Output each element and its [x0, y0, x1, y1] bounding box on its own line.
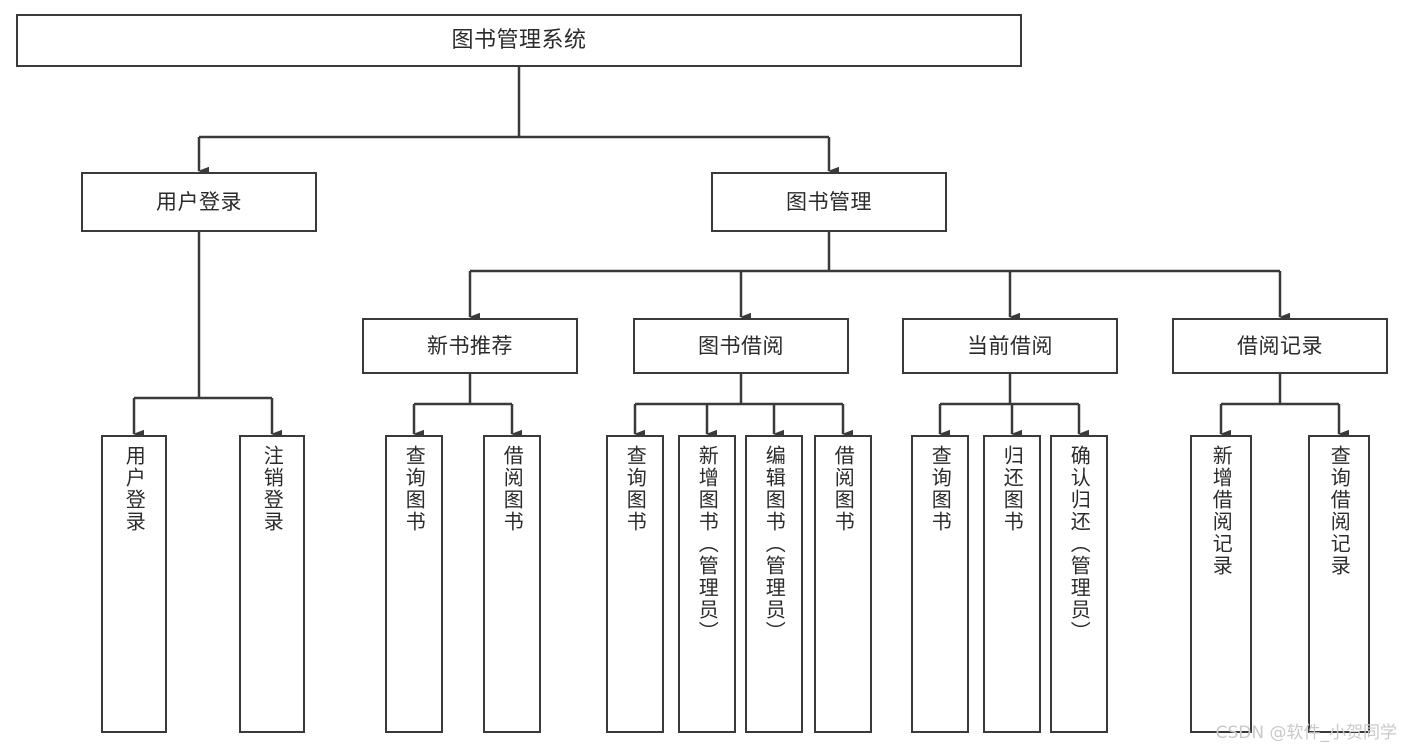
node-new-book-recommend-label: 新书推荐	[427, 333, 513, 358]
leaf-add-borrow-record-label: 新增借阅记录	[1209, 445, 1234, 577]
node-book-borrow[interactable]: 图书借阅	[633, 318, 849, 374]
leaf-borrow-book-2-label: 借阅图书	[831, 445, 856, 533]
node-root-label: 图书管理系统	[451, 27, 587, 53]
leaf-borrow-book-2[interactable]: 借阅图书	[814, 435, 872, 733]
leaf-query-book-2-label: 查询图书	[623, 445, 648, 533]
leaf-borrow-book-1-label: 借阅图书	[500, 445, 525, 533]
leaf-add-borrow-record[interactable]: 新增借阅记录	[1190, 435, 1252, 733]
leaf-return-book[interactable]: 归还图书	[983, 435, 1041, 733]
leaf-logout[interactable]: 注销登录	[239, 435, 305, 733]
leaf-query-book-3[interactable]: 查询图书	[911, 435, 969, 733]
node-user-login-label: 用户登录	[156, 189, 242, 214]
leaf-logout-label: 注销登录	[260, 445, 285, 533]
node-book-manage[interactable]: 图书管理	[711, 172, 947, 232]
node-borrow-record[interactable]: 借阅记录	[1172, 318, 1388, 374]
node-book-borrow-label: 图书借阅	[698, 333, 784, 358]
csdn-watermark: CSDN @软件_小贺同学	[1215, 723, 1397, 743]
leaf-query-book-1-label: 查询图书	[402, 445, 427, 533]
leaf-query-book-3-label: 查询图书	[928, 445, 953, 533]
node-borrow-record-label: 借阅记录	[1237, 333, 1323, 358]
leaf-query-book-2[interactable]: 查询图书	[606, 435, 664, 733]
leaf-add-book[interactable]: 新增图书（管理员）	[678, 435, 736, 733]
node-user-login[interactable]: 用户登录	[81, 172, 317, 232]
leaf-query-book-1[interactable]: 查询图书	[385, 435, 443, 733]
leaf-query-borrow-record-label: 查询借阅记录	[1327, 445, 1352, 577]
leaf-edit-book-label: 编辑图书（管理员）	[762, 445, 787, 643]
leaf-return-book-label: 归还图书	[1000, 445, 1025, 533]
leaf-confirm-return-label: 确认归还（管理员）	[1067, 445, 1092, 643]
leaf-borrow-book-1[interactable]: 借阅图书	[483, 435, 541, 733]
node-root[interactable]: 图书管理系统	[16, 14, 1022, 67]
leaf-add-book-label: 新增图书（管理员）	[695, 445, 720, 643]
node-new-book-recommend[interactable]: 新书推荐	[362, 318, 578, 374]
leaf-query-borrow-record[interactable]: 查询借阅记录	[1308, 435, 1370, 733]
leaf-user-login-label: 用户登录	[122, 445, 147, 533]
node-book-manage-label: 图书管理	[786, 189, 872, 214]
leaf-edit-book[interactable]: 编辑图书（管理员）	[745, 435, 803, 733]
leaf-confirm-return[interactable]: 确认归还（管理员）	[1050, 435, 1108, 733]
node-current-borrow[interactable]: 当前借阅	[902, 318, 1118, 374]
leaf-user-login[interactable]: 用户登录	[101, 435, 167, 733]
node-current-borrow-label: 当前借阅	[967, 333, 1053, 358]
